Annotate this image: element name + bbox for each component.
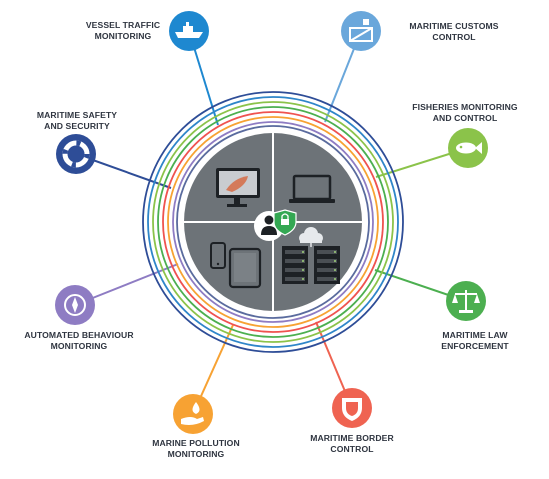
scales-icon xyxy=(452,290,480,313)
node-border xyxy=(332,388,372,428)
tablet-icon xyxy=(228,247,262,289)
fish-icon xyxy=(456,142,482,154)
node-law xyxy=(446,281,486,321)
node-vessel xyxy=(169,11,209,51)
node-circle xyxy=(173,394,213,434)
outer-nodes xyxy=(55,11,488,434)
ring xyxy=(167,116,379,328)
node-pollution xyxy=(173,394,213,434)
server-rack-icon xyxy=(282,246,340,284)
node-customs xyxy=(341,11,381,51)
node-circle xyxy=(341,11,381,51)
cloud-icon xyxy=(299,227,323,247)
shield-lock-icon xyxy=(273,209,297,236)
ring xyxy=(147,96,399,348)
customs-crate-icon xyxy=(349,19,373,42)
ship-icon xyxy=(175,22,203,38)
shield-icon xyxy=(342,398,362,421)
laptop-icon xyxy=(216,168,260,207)
node-behaviour xyxy=(55,285,95,325)
ring xyxy=(142,91,404,353)
ring xyxy=(172,121,374,323)
node-safety xyxy=(56,134,96,174)
ring xyxy=(176,125,370,319)
phone-icon xyxy=(210,242,226,269)
ring xyxy=(157,106,389,338)
hand-drop-icon xyxy=(181,402,204,425)
central-hub xyxy=(184,133,362,311)
ring xyxy=(152,101,394,343)
node-fisheries xyxy=(448,128,488,168)
node-circle xyxy=(56,134,96,174)
monitor-icon xyxy=(289,174,335,203)
compass-icon xyxy=(64,294,86,316)
ring xyxy=(162,111,384,333)
lifebuoy-icon xyxy=(62,140,90,168)
